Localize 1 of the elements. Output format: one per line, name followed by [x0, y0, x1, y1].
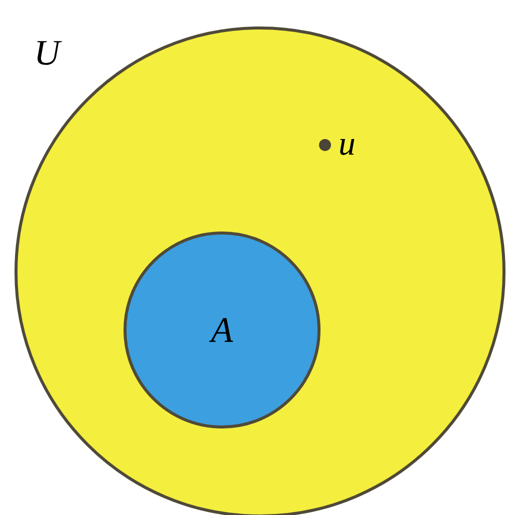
node-label: u [340, 139, 354, 155]
